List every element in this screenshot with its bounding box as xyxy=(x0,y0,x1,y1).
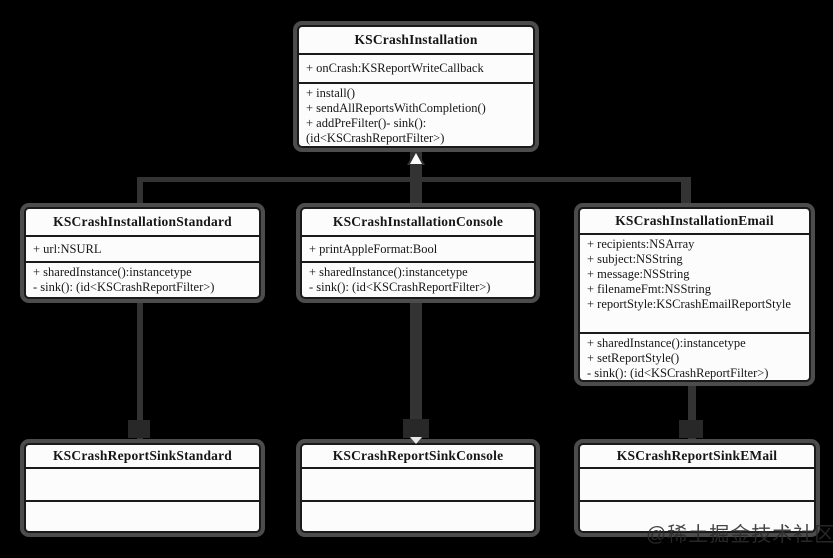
class-title: KSCrashReportSinkStandard xyxy=(52,448,233,463)
class-title: KSCrashInstallation xyxy=(354,32,478,47)
class-title: KSCrashInstallationStandard xyxy=(53,214,232,229)
class-attributes xyxy=(580,467,814,500)
class-title: KSCrashInstallationConsole xyxy=(332,214,504,229)
class-methods: + sharedInstance():instancetype - sink()… xyxy=(26,261,259,297)
class-box-report-sink-console: KSCrashReportSinkConsole xyxy=(300,443,536,533)
class-methods xyxy=(26,500,259,531)
class-box-report-sink-standard: KSCrashReportSinkStandard xyxy=(24,443,261,533)
class-attributes: + printAppleFormat:Bool xyxy=(302,235,534,261)
class-box-installation: KSCrashInstallation + onCrash:KSReportWr… xyxy=(297,25,535,148)
class-attributes: + onCrash:KSReportWriteCallback xyxy=(299,53,533,82)
class-box-installation-email: KSCrashInstallationEmail + recipients:NS… xyxy=(578,207,811,382)
class-methods: + install() + sendAllReportsWithCompleti… xyxy=(299,82,533,146)
class-attributes xyxy=(302,467,534,500)
class-box-report-sink-email: KSCrashReportSinkEMail xyxy=(578,443,816,533)
class-title: KSCrashInstallationEmail xyxy=(615,213,774,228)
drop-line-email xyxy=(681,179,691,209)
class-attributes xyxy=(26,467,259,500)
class-attributes: + url:NSURL xyxy=(26,235,259,261)
class-methods: + sharedInstance():instancetype + setRep… xyxy=(580,332,809,380)
class-box-installation-console: KSCrashInstallationConsole + printAppleF… xyxy=(300,207,536,299)
inheritance-triangle-icon xyxy=(410,153,422,164)
class-methods xyxy=(302,500,534,531)
arrowhead-console-tip-icon xyxy=(410,437,422,444)
drop-line-standard xyxy=(137,179,143,209)
drop-line-console xyxy=(410,179,422,209)
arrowhead-email-icon xyxy=(679,420,703,438)
link-line-email-sink xyxy=(688,380,696,443)
class-methods: + sharedInstance():instancetype - sink()… xyxy=(302,261,534,297)
arrowhead-standard-icon xyxy=(128,420,150,438)
class-box-installation-standard: KSCrashInstallationStandard + url:NSURL … xyxy=(24,207,261,299)
class-methods xyxy=(580,500,814,531)
arrowhead-console-icon xyxy=(403,419,429,438)
class-title: KSCrashReportSinkEMail xyxy=(616,448,778,463)
class-title: KSCrashReportSinkConsole xyxy=(332,448,504,463)
class-attributes: + recipients:NSArray + subject:NSString … xyxy=(580,233,809,332)
link-line-console-sink xyxy=(410,297,422,443)
juejin-watermark: @稀土掘金技术社区 xyxy=(646,524,833,546)
link-line-standard-sink xyxy=(137,297,143,443)
